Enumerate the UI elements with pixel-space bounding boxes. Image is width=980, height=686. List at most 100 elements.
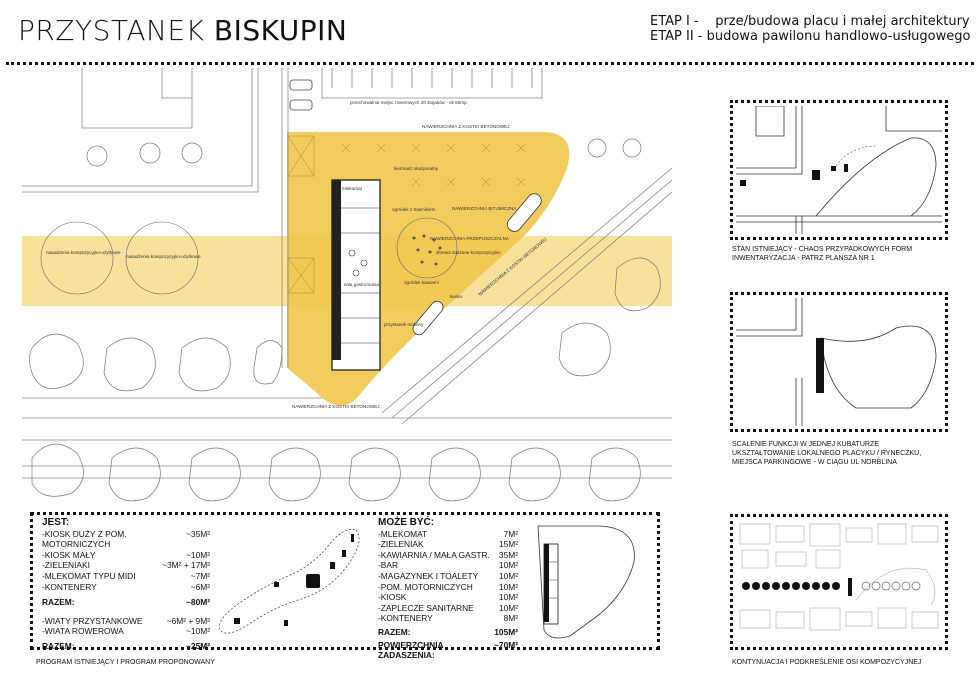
panel-merge [730,292,948,432]
label-pavement-mid: NAWIERZCHNIA BITUMICZNA [452,206,517,211]
program-proposed: MOŻE BYĆ: -MLEKOMAT 7M² -ZIELENIAK 15M² -K… [378,517,518,661]
roof-area: POWIERZCHNIA ZADASZENIA: ~70M² [378,640,518,661]
proposed-row-value: 7M² [503,528,518,539]
proposed-total-value: 105M² [494,626,518,637]
existing-row-2: -WIATY PRZYSTANKOWE ~6M² + 9M² [42,616,210,627]
label-kiosk: kiermasz okazjonalny [394,166,439,171]
label-plantings-2: nasadzenia kompozycyjno-użytkowe [126,254,201,259]
proposed-row-value: 8M² [503,613,518,624]
proposed-row-value: 35M² [498,549,518,560]
existing-total-2-value: ~25M² [186,640,210,651]
site-plan: przechowalnia miejsc rowerowych 20 stoja… [22,68,672,502]
existing-header: JEST: [42,517,70,528]
proposed-row-label: -KONTENERY [378,613,433,624]
existing-row: -MLEKOMAT TYPU MIDI ~7M² [42,571,210,582]
stage-2: ETAP II - budowa pawilonu handlowo-usług… [650,29,971,44]
existing-total-2: RAZEM: ~25M² [42,641,210,652]
label-drzewa-sadzone: drzewa sadzone kompozycyjnie [436,250,501,255]
panel-existing-drawing [736,106,942,234]
label-przepuszczalna: NAWIERZCHNIA PRZEPUSZCZALNA [430,236,510,241]
existing-row-2-value: ~6M² + 9M² [166,615,210,626]
stage-1: ETAP I - prze/budowa placu i małej archi… [650,14,970,29]
proposed-header: MOŻE BYĆ: [378,517,435,528]
existing-row-value: ~35M² [186,528,210,539]
existing-row-2-value: ~10M² [186,626,210,637]
existing-row: -KONTENERY ~6M² [42,582,210,593]
proposed-row: -MLEKOMAT 7M² [378,529,518,540]
label-plantings-1: nasadzenia kompozycyjno-użytkowe [46,250,121,255]
page-title: PRZYSTANEK BISKUPIN [18,14,347,47]
label-lawka: ławka [450,294,462,299]
proposed-row-label: -KIOSK [378,592,407,603]
panel-merge-caption: SCALENIE FUNKCJI W JEDNEJ KUBATURZE UKSZ… [732,440,972,467]
proposed-row: -POM. MOTORNICZYCH 10M² [378,582,518,593]
label-przystanek: przystanek mobilny [384,322,424,327]
proposed-row: -KIOSK 10M² [378,592,518,603]
label-drzewa: ogródek kawiarni [404,280,439,285]
caption-existing-1: STAN ISTNIEJĄCY - CHAOS PRZYPADKOWYCH FO… [732,246,913,253]
existing-row: -KIOSK DUŻY Z POM. MOTORNICZYCH~35M² [42,529,210,550]
proposed-sketch [537,525,635,639]
proposed-row-value: 10M² [498,560,518,571]
panel-axis-drawing [739,523,939,631]
proposed-row-label: -MLEKOMAT [378,528,428,539]
proposed-row-label: -POM. MOTORNICZYCH [378,581,473,592]
proposed-total: RAZEM: 105M² [378,627,518,638]
label-pavement-top: NAWIERZCHNIA Z KOSTKI BETONOWEJ [422,124,510,129]
title-bold: BISKUPIN [213,14,348,47]
existing-row-value: ~3M² + 17M² [162,560,210,571]
label-pavement-bot: NAWIERZCHNIA Z KOSTKI BETONOWEJ [292,404,380,409]
existing-total-value: ~80M² [186,597,210,608]
proposed-row: -MAGAZYNEK I TOALETY 10M² [378,571,518,582]
proposed-row-value: 10M² [498,581,518,592]
panel-existing-caption: STAN ISTNIEJĄCY - CHAOS PRZYPADKOWYCH FO… [732,245,962,263]
roof-area-value: ~70M² [494,639,518,650]
proposed-row: -BAR 10M² [378,560,518,571]
proposed-row-value: 10M² [498,602,518,613]
label-sala: sala gastronomia [344,282,379,287]
proposed-row: -KONTENERY 8M² [378,613,518,624]
existing-row-value: ~10M² [186,549,210,560]
existing-row-2-label: -WIATY PRZYSTANKOWE [42,615,143,626]
label-mlekomat: mlekomat [342,186,363,191]
existing-row: -KIOSK MAŁY~10M² [42,550,210,561]
existing-row-label: -ZIELENIAKI [42,560,90,571]
proposed-row: -KAWIARNIA / MAŁA GASTR. 35M² [378,550,518,561]
existing-row-label: -MLEKOMAT TYPU MIDI [42,570,136,581]
caption-axis-1: KONTYNUACJA I PODKREŚLENIE OSI KOMPOZYCY… [732,659,922,666]
program-panel [30,512,660,650]
existing-row-value: ~7M² [190,570,210,581]
stages-block: ETAP I - prze/budowa placu i małej archi… [650,14,970,44]
existing-row-value: ~6M² [190,581,210,592]
proposed-row-value: 10M² [498,570,518,581]
label-ogrodek: ogródek z trawnikiem [392,207,436,212]
proposed-row: -ZAPLECZE SANITARNE 10M² [378,603,518,614]
panel-existing [730,100,948,240]
existing-row-label: -KONTENERY [42,581,97,592]
title-light: PRZYSTANEK [18,14,214,47]
roof-area-label: POWIERZCHNIA ZADASZENIA: [378,639,444,661]
panel-merge-drawing [736,298,937,426]
program-existing: JEST: -KIOSK DUŻY Z POM. MOTORNICZYCH~35… [42,517,210,652]
proposed-row-label: -ZAPLECZE SANITARNE [378,602,474,613]
existing-sketch [219,529,360,634]
panel-axis [730,514,948,650]
caption-merge-3: MIEJSCA PARKINGOWE - W CIĄGU UL NORBLINA [732,459,897,466]
existing-row-2-label: -WIATA ROWEROWA [42,626,124,637]
proposed-total-label: RAZEM: [378,626,411,637]
existing-row: -ZIELENIAKI ~3M² + 17M² [42,560,210,571]
existing-row-2: -WIATA ROWEROWA ~10M² [42,626,210,637]
proposed-row-label: -ZIELENIAK [378,539,424,550]
panel-axis-caption: KONTYNUACJA I PODKREŚLENIE OSI KOMPOZYCY… [732,658,972,667]
proposed-row-label: -BAR [378,560,399,571]
top-divider [6,62,974,65]
proposed-row-value: 10M² [498,592,518,603]
proposed-row-label: -MAGAZYNEK I TOALETY [378,570,479,581]
existing-total: RAZEM: ~80M² [42,597,210,608]
existing-total-label: RAZEM: [42,597,75,608]
existing-total-2-label: RAZEM: [42,640,75,651]
proposed-row: -ZIELENIAK 15M² [378,539,518,550]
proposed-row-value: 15M² [498,539,518,550]
caption-merge-2: UKSZTAŁTOWANIE LOKALNEGO PLACYKU / RYNEC… [732,450,922,457]
proposed-row-label: -KAWIARNIA / MAŁA GASTR. [378,549,490,560]
